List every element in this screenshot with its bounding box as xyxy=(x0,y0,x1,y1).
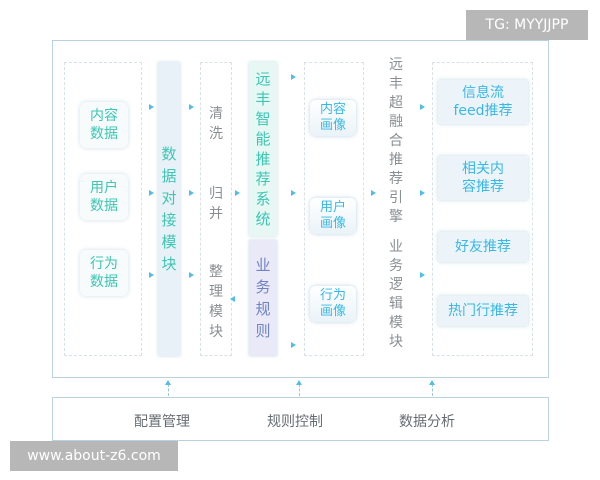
arrow-right-icon xyxy=(420,190,425,196)
merge-char: 并 xyxy=(209,206,223,222)
organize-char: 整 xyxy=(209,264,223,280)
system-char: 丰 xyxy=(255,90,271,108)
logic-char: 逻 xyxy=(389,277,403,293)
arrow-right-icon xyxy=(291,342,296,348)
engine-char: 荐 xyxy=(389,171,403,187)
watermark-bottom: www.about-z6.com xyxy=(10,441,178,471)
processing-column xyxy=(200,62,232,356)
system-char: 统 xyxy=(255,210,271,228)
rules-char: 则 xyxy=(255,322,271,340)
data-integration-module: 数 据 对 接 模 块 xyxy=(158,62,180,356)
engine-char: 擎 xyxy=(389,209,403,225)
engine-char: 丰 xyxy=(389,76,403,92)
arrow-right-icon xyxy=(189,104,194,110)
clean-char: 洗 xyxy=(209,126,223,142)
arrow-right-icon xyxy=(291,74,296,80)
recommendation-system: 远 丰 智 能 推 荐 系 统 xyxy=(249,62,277,236)
integration-char: 数 xyxy=(161,145,177,163)
organize-char: 理 xyxy=(209,284,223,300)
fusion-engine-label: 远 丰 超 融 合 推 荐 引 擎 xyxy=(387,56,405,227)
arrow-left-icon xyxy=(230,296,235,302)
profiles-column xyxy=(304,62,364,356)
system-char: 系 xyxy=(255,190,271,208)
integration-char: 模 xyxy=(161,233,177,251)
system-char: 智 xyxy=(255,110,271,128)
arrow-right-icon xyxy=(189,190,194,196)
arrow-right-icon xyxy=(420,104,425,110)
watermark-top: TG: MYYJJPP xyxy=(466,10,588,40)
diagram-frame xyxy=(52,40,549,378)
merge-label: 归 并 xyxy=(207,184,225,224)
user-profile-chip: 用户 画像 xyxy=(310,198,356,234)
rules-char: 务 xyxy=(255,278,271,296)
system-char: 荐 xyxy=(255,170,271,188)
engine-char: 超 xyxy=(389,95,403,111)
logic-char: 业 xyxy=(389,239,403,255)
logic-char: 模 xyxy=(389,315,403,331)
business-logic-label: 业 务 逻 辑 模 块 xyxy=(387,238,405,352)
arrow-right-icon xyxy=(149,272,154,278)
system-char: 推 xyxy=(255,150,271,168)
business-rules: 业 务 规 则 xyxy=(249,240,277,356)
feed-recommendation-box: 信息流 feed推荐 xyxy=(438,80,528,124)
clean-char: 清 xyxy=(209,106,223,122)
engine-char: 远 xyxy=(389,57,403,73)
logic-char: 务 xyxy=(389,258,403,274)
content-data-box: 内容 数据 xyxy=(80,102,128,148)
arrow-right-icon xyxy=(189,272,194,278)
arrow-right-icon xyxy=(371,190,376,196)
user-data-box: 用户 数据 xyxy=(80,174,128,220)
bottom-bar xyxy=(52,397,549,441)
organize-char: 块 xyxy=(209,324,223,340)
sources-column xyxy=(64,62,142,356)
arrow-right-icon xyxy=(149,104,154,110)
engine-char: 引 xyxy=(389,190,403,206)
recommendations-column xyxy=(432,62,533,356)
arrow-right-icon xyxy=(291,190,296,196)
integration-char: 块 xyxy=(161,255,177,273)
arrow-right-icon xyxy=(420,272,425,278)
logic-char: 辑 xyxy=(389,296,403,312)
rules-char: 业 xyxy=(255,256,271,274)
arrow-up-icon xyxy=(429,380,435,385)
engine-char: 合 xyxy=(389,133,403,149)
arrow-right-icon xyxy=(235,190,240,196)
behavior-data-box: 行为 数据 xyxy=(80,250,128,296)
rules-char: 规 xyxy=(255,300,271,318)
arrow-up-icon xyxy=(296,380,302,385)
arrow-up-icon xyxy=(165,380,171,385)
logic-char: 块 xyxy=(389,334,403,350)
friend-recommendation-box: 好友推荐 xyxy=(438,232,528,262)
clean-label: 清 洗 xyxy=(207,104,225,144)
rule-control-label: 规则控制 xyxy=(267,414,323,430)
config-management-label: 配置管理 xyxy=(134,414,190,430)
connector-line xyxy=(168,384,169,396)
integration-char: 接 xyxy=(161,211,177,229)
organize-char: 模 xyxy=(209,304,223,320)
data-analysis-label: 数据分析 xyxy=(399,414,455,430)
integration-char: 对 xyxy=(161,189,177,207)
integration-char: 据 xyxy=(161,167,177,185)
system-char: 远 xyxy=(255,70,271,88)
engine-char: 融 xyxy=(389,114,403,130)
organize-module-label: 整 理 模 块 xyxy=(207,262,225,342)
connector-line xyxy=(299,384,300,396)
related-content-recommendation-box: 相关内 容推荐 xyxy=(438,156,528,200)
engine-char: 推 xyxy=(389,152,403,168)
system-char: 能 xyxy=(255,130,271,148)
content-profile-chip: 内容 画像 xyxy=(310,100,356,136)
behavior-profile-chip: 行为 画像 xyxy=(310,286,356,322)
connector-line xyxy=(432,384,433,396)
hot-recommendation-box: 热门行推荐 xyxy=(438,296,528,326)
merge-char: 归 xyxy=(209,186,223,202)
arrow-right-icon xyxy=(149,190,154,196)
